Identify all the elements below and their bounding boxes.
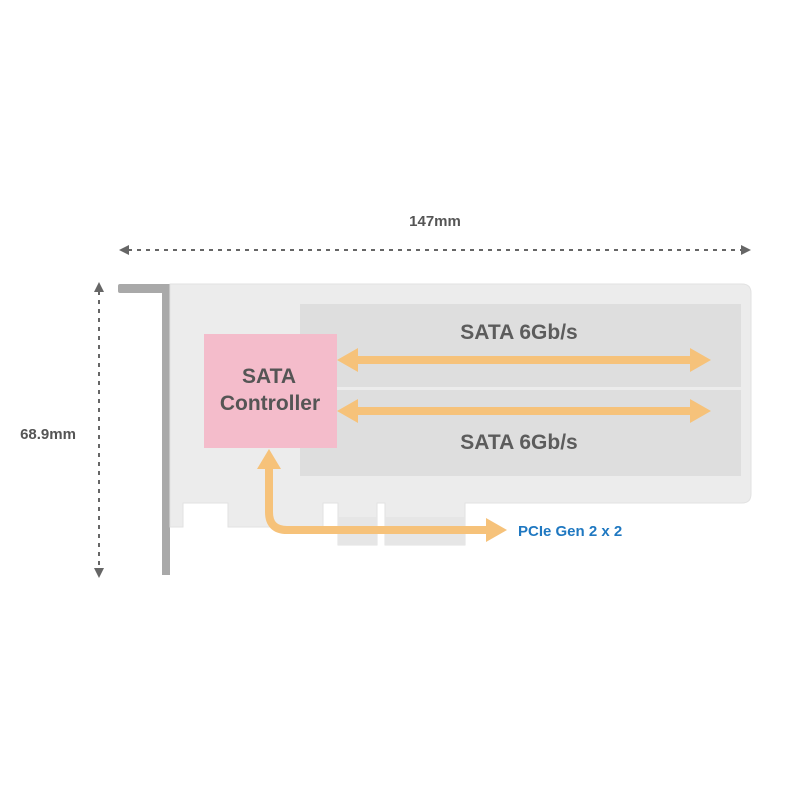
height-label: 68.9mm: [20, 426, 76, 443]
sata-port-bottom-label: SATA 6Gb/s: [460, 431, 577, 454]
sata-port-bottom: [300, 390, 741, 476]
data-arrows: [257, 348, 711, 542]
sata-port-top-label: SATA 6Gb/s: [460, 321, 577, 344]
width-dimension: 147mm: [119, 213, 751, 255]
width-arrowhead-right: [741, 245, 751, 255]
width-arrowhead-left: [119, 245, 129, 255]
height-arrowhead-bottom: [94, 568, 104, 578]
sata-port-top: [300, 304, 741, 387]
controller-chip: [204, 334, 337, 448]
controller-label-line2: Controller: [220, 392, 320, 415]
sata-controller: SATA Controller: [204, 334, 337, 448]
height-dimension: 68.9mm: [20, 282, 104, 578]
bracket-top-lip: [118, 284, 170, 293]
mounting-bracket: [118, 284, 170, 575]
pcie-bus-arrow: [257, 449, 507, 542]
width-label: 147mm: [409, 213, 461, 230]
bracket-vertical: [162, 284, 170, 575]
sata-arrow-top: [337, 348, 711, 372]
height-arrowhead-top: [94, 282, 104, 292]
controller-label-line1: SATA: [242, 365, 296, 388]
pcie-bus-label: PCIe Gen 2 x 2: [518, 523, 622, 540]
sata-arrow-bottom: [337, 399, 711, 423]
sata-port-area: SATA 6Gb/s SATA 6Gb/s: [300, 304, 741, 476]
